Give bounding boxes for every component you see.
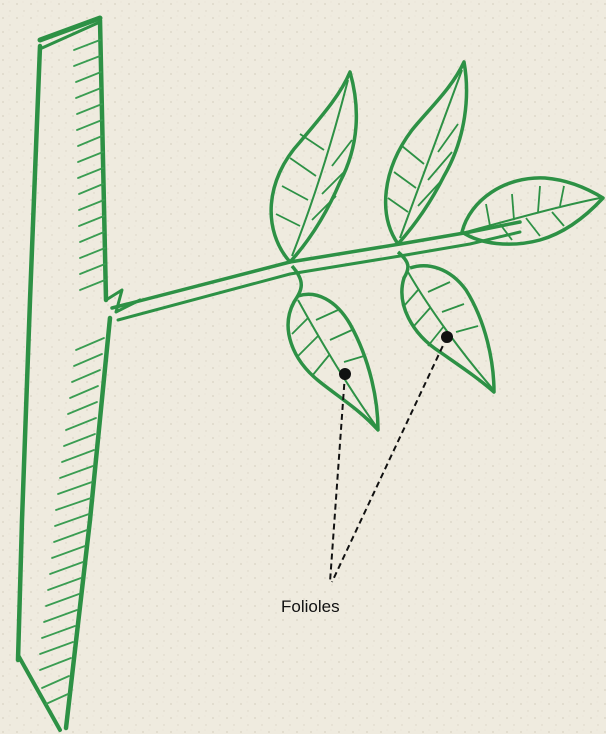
marker-dot-right (441, 331, 453, 343)
marker-dot-left (339, 368, 351, 380)
leaflets-label: Folioles (281, 597, 340, 617)
